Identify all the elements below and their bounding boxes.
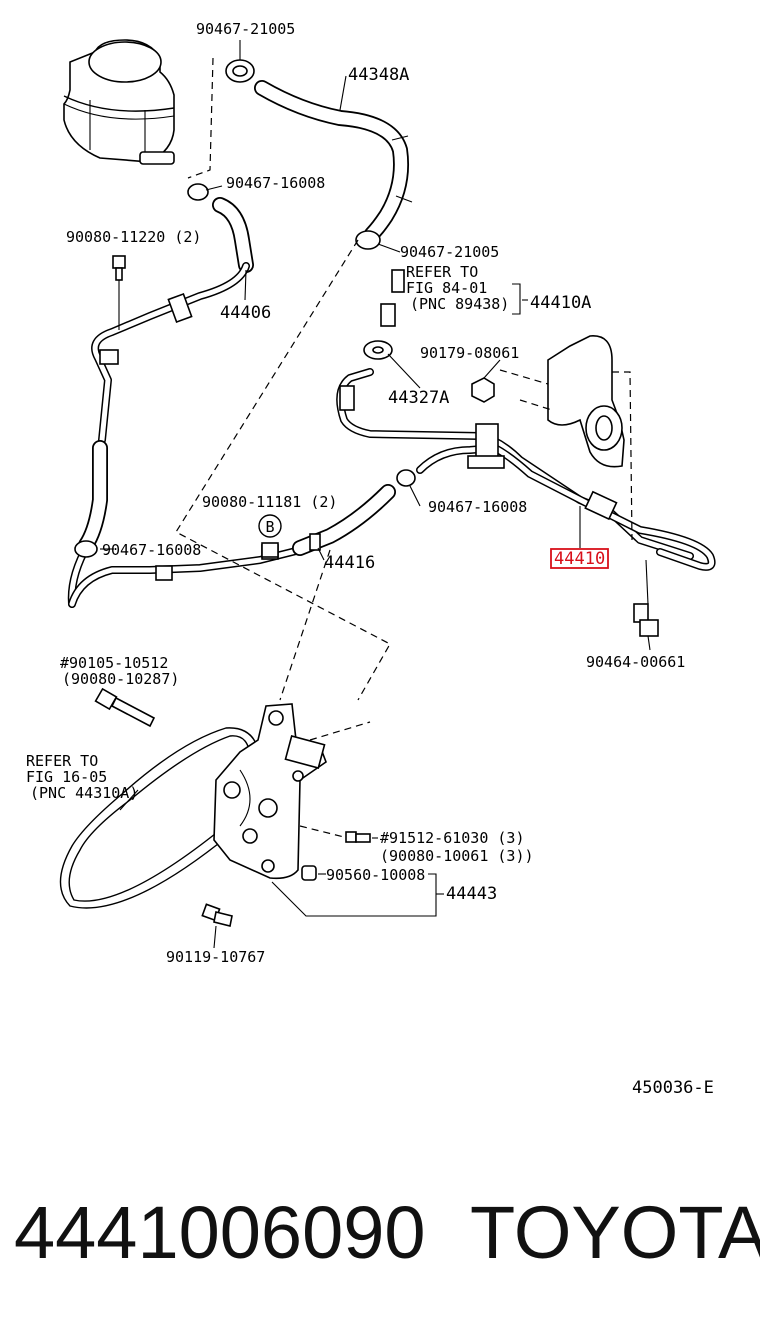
bolt-91512-61030 xyxy=(345,831,371,843)
bolt-90080-11220 xyxy=(112,255,126,330)
callout-b-label: B xyxy=(265,518,274,536)
label-90467-21005-top: 90467-21005 xyxy=(196,20,295,38)
label-44406: 44406 xyxy=(220,303,271,323)
label-90467-16008-c: 90467-16008 xyxy=(102,541,201,559)
label-90467-16008-b: 90467-16008 xyxy=(428,498,527,516)
bolt-90119-10767 xyxy=(201,903,233,927)
refer-line-3: (PNC 89438) xyxy=(410,295,509,313)
nut-90179-08061 xyxy=(471,377,495,403)
label-90467-16008-a: 90467-16008 xyxy=(226,174,325,192)
hose-44348A xyxy=(254,80,413,242)
bracket-90080-11181 xyxy=(261,542,279,558)
label-44443: 44443 xyxy=(446,884,497,904)
pressure-hose-44410 xyxy=(336,368,716,571)
label-44416: 44416 xyxy=(324,553,375,573)
label-90080-11181: 90080-11181 (2) xyxy=(202,493,337,511)
power-steering-pump xyxy=(213,703,327,880)
clamp-90467-16008-b xyxy=(396,469,416,487)
clamp-90467-16008-a xyxy=(187,183,209,201)
figure-code: 450036-E xyxy=(632,1078,714,1098)
label-90119-10767: 90119-10767 xyxy=(166,948,265,966)
label-90080-11220: 90080-11220 (2) xyxy=(66,228,201,246)
refer-line-2: FIG 84-01 xyxy=(406,279,487,297)
label-44348A: 44348A xyxy=(348,65,409,85)
clamp-90464-00661 xyxy=(633,603,659,637)
footer-part-number: 4441006090 xyxy=(14,1191,426,1274)
footer-brand: TOYOTA xyxy=(470,1191,760,1274)
clamp-90467-16008-c xyxy=(74,540,98,558)
callout-circle-b: B xyxy=(258,514,282,538)
label-90105-10512: #90105-10512 xyxy=(60,654,168,672)
bolt-90105-10512 xyxy=(94,687,156,728)
leader-lines xyxy=(100,40,651,949)
gasket-44327A xyxy=(363,340,393,360)
label-44410: 44410 xyxy=(554,549,605,569)
refer2-line-2: FIG 16-05 xyxy=(26,768,107,786)
nut-90560-10008 xyxy=(301,865,317,881)
highlight-44410: 44410 xyxy=(550,548,609,569)
label-44327A: 44327A xyxy=(388,388,449,408)
label-90179-08061: 90179-08061 xyxy=(420,344,519,362)
union-bolt-44410A xyxy=(380,269,405,327)
label-90560-10008: 90560-10008 xyxy=(326,866,425,884)
refer2-line-1: REFER TO xyxy=(26,752,98,770)
label-44410A: 44410A xyxy=(530,293,591,313)
refer2-line-3: (PNC 44310A) xyxy=(30,784,138,802)
label-90464-00661: 90464-00661 xyxy=(586,653,685,671)
steering-gear xyxy=(499,335,633,541)
clamp-90467-21005-mid xyxy=(355,230,381,250)
label-90080-10061: (90080-10061 (3)) xyxy=(380,847,534,865)
reservoir-tank xyxy=(63,39,175,165)
label-90080-10287: (90080-10287) xyxy=(62,670,179,688)
label-91512-61030: #91512-61030 (3) xyxy=(380,829,525,847)
refer-line-1: REFER TO xyxy=(406,263,478,281)
clamp-90467-21005-top xyxy=(225,59,255,83)
label-90467-21005-mid: 90467-21005 xyxy=(400,243,499,261)
